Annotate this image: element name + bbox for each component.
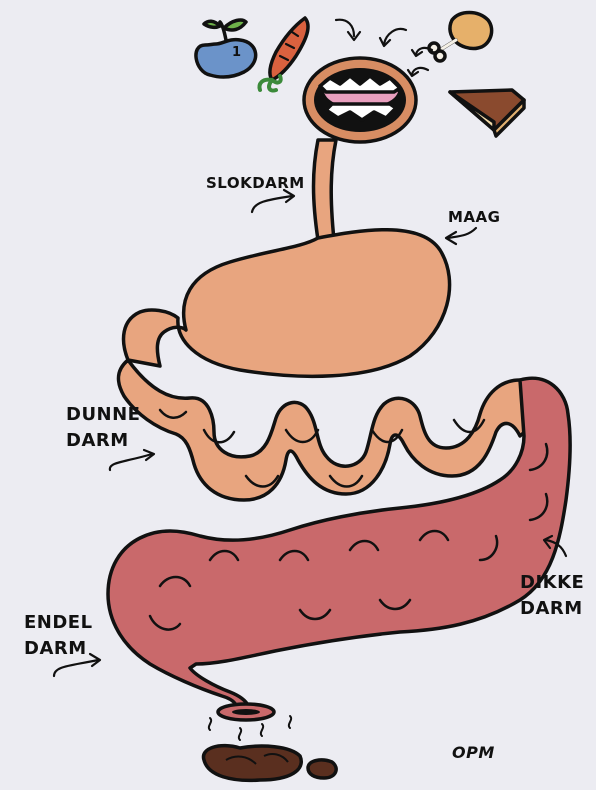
apple-icon: 1 bbox=[196, 20, 256, 77]
carrot-icon bbox=[260, 18, 309, 91]
label-rectum-2: DARM bbox=[24, 638, 87, 659]
stomach bbox=[124, 230, 450, 377]
label-small-intestine-1: DUNNE bbox=[66, 404, 140, 425]
arrow-icon bbox=[336, 20, 354, 36]
arrow-icon bbox=[252, 196, 292, 212]
esophagus bbox=[314, 140, 337, 240]
mouth-icon bbox=[304, 58, 416, 142]
artist-signature: OPM bbox=[452, 743, 495, 762]
label-stomach: MAAG bbox=[448, 208, 500, 226]
anus bbox=[218, 704, 274, 720]
label-large-intestine-2: DARM bbox=[520, 598, 583, 619]
label-small-intestine-2: DARM bbox=[66, 430, 129, 451]
label-rectum-1: ENDEL bbox=[24, 612, 93, 633]
cake-slice-icon bbox=[450, 90, 524, 136]
small-intestine bbox=[118, 360, 556, 500]
arrow-icon bbox=[110, 454, 152, 470]
apple-number: 1 bbox=[232, 45, 242, 60]
label-esophagus: SLOKDARM bbox=[206, 174, 305, 192]
feces-icon bbox=[203, 746, 336, 781]
label-large-intestine-1: DIKKE bbox=[520, 572, 584, 593]
chicken-leg-icon bbox=[429, 13, 492, 62]
arrow-icon bbox=[54, 660, 98, 676]
